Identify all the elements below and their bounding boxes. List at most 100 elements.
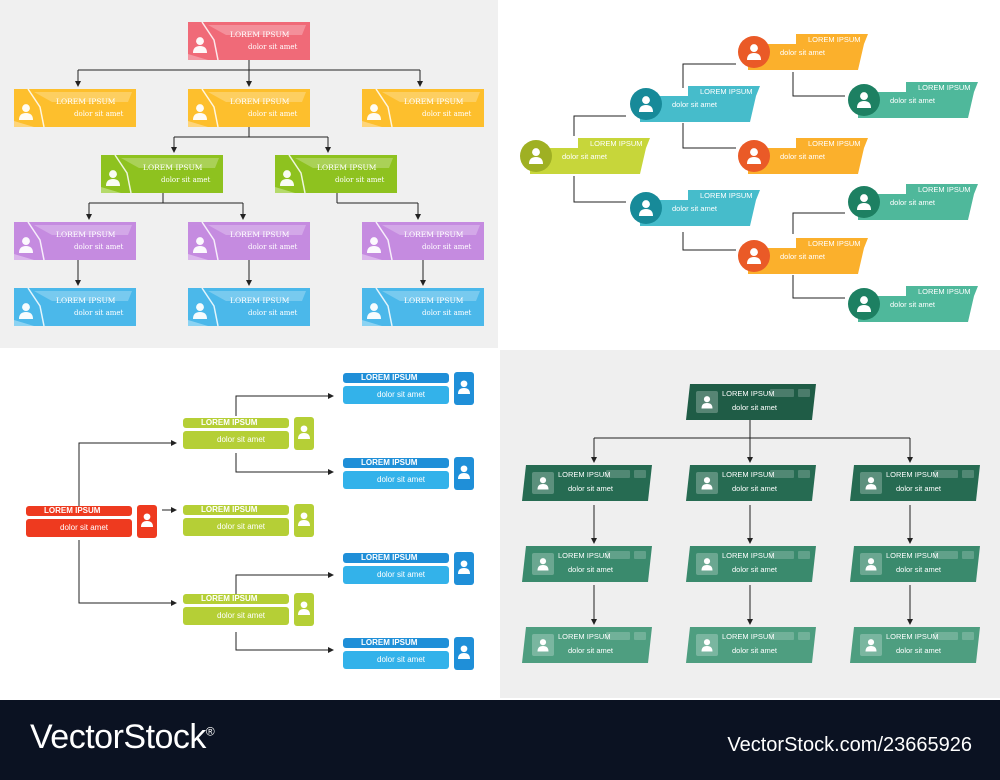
q4-level2-node-3-title: LOREM IPSUM	[886, 470, 939, 479]
q2-leaf-node-6-title: LOREM IPSUM	[918, 287, 971, 296]
q4-level2-node-2-body	[686, 465, 816, 501]
q3-root-node-title: LOREM IPSUM	[44, 506, 101, 515]
q2-leaf-node-5-subtitle: dolor sit amet	[890, 198, 936, 207]
q4-level4-node-1-person-icon	[537, 639, 549, 652]
q2-leaf-node-1-subtitle: dolor sit amet	[780, 48, 826, 57]
q1-level4-box-2-person-icon	[193, 237, 207, 253]
q3-leaf-node-1-title-bar	[343, 373, 449, 383]
q4-level3-node-3-person-icon	[865, 558, 877, 571]
brand-name: VectorStock	[30, 718, 206, 756]
q2-branch-node-2-tab	[688, 190, 760, 200]
q1-level3-box-2-shape	[275, 155, 397, 193]
q1-level5-box-1-title-band	[34, 291, 132, 301]
q3-leaf-node-1-title: LOREM IPSUM	[361, 373, 418, 382]
q2-branch-node-2-person-icon	[639, 200, 653, 216]
q1-level2-box-1-shape	[14, 89, 136, 127]
q4-level4-node-3-field-2	[962, 632, 974, 640]
q4-level4-node-2-title: LOREM IPSUM	[722, 632, 775, 641]
q2-root-node-body	[530, 148, 646, 174]
q4-level4-node-2-person-icon	[701, 639, 713, 652]
q1-level4-box-1-title-band	[34, 225, 132, 235]
q1-level5-box-1-person-icon	[19, 303, 33, 319]
q4-level3-node-2-person-icon	[701, 558, 713, 571]
q2-branch-node-1-body	[640, 96, 756, 122]
q1-level5-box-3-title: LOREM IPSUM	[404, 296, 464, 305]
q1-level5-box-3-shape	[362, 288, 484, 326]
q2-leaf-node-3-person-icon	[747, 248, 761, 264]
q4-level3-node-2-title: LOREM IPSUM	[722, 551, 775, 560]
q3-branch-node-2-title-bar	[183, 505, 289, 515]
q2-leaf-node-2-person-icon	[747, 148, 761, 164]
q4-level4-node-3-field-1	[934, 632, 958, 640]
connector-arrow	[792, 72, 845, 97]
q1-level4-box-3-subtitle: dolor sit amet	[422, 243, 472, 251]
q4-level2-node-2-title: LOREM IPSUM	[722, 470, 775, 479]
q1-level5-box-3-person-icon	[367, 303, 381, 319]
q2-branch-node-2-title: LOREM IPSUM	[700, 191, 753, 200]
q1-level3-box-2-title-band	[295, 158, 393, 168]
q1-level4-box-3-stripe	[375, 221, 393, 261]
q1-level5-box-2-title-band	[208, 291, 306, 301]
q2-leaf-node-2-body	[748, 148, 864, 174]
q1-level3-box-2-subtitle: dolor sit amet	[335, 176, 385, 184]
q2-branch-node-1-person-icon	[639, 96, 653, 112]
q1-level2-box-3-subtitle: dolor sit amet	[422, 110, 472, 118]
q2-root-node-tab	[578, 138, 650, 148]
q1-level2-box-2-title: LOREM IPSUM	[230, 97, 290, 106]
q1-level4-box-1-shape	[14, 222, 136, 260]
brand-logo[interactable]: VectorStock®	[30, 718, 215, 757]
q1-level2-box-1-title: LOREM IPSUM	[56, 97, 116, 106]
q4-level3-node-3-body	[850, 546, 980, 582]
image-id: VectorStock.com/23665926	[727, 734, 972, 756]
q4-level2-node-1-title: LOREM IPSUM	[558, 470, 611, 479]
q2-leaf-node-1-person-icon	[747, 44, 761, 60]
q4-level2-node-3-field-2	[962, 470, 974, 478]
q1-level2-box-2-stripe	[201, 88, 219, 128]
q4-root-node-field-2	[798, 389, 810, 397]
q2-leaf-node-4-body	[858, 92, 974, 118]
q2-branch-node-2-body	[640, 200, 756, 226]
q4-level2-node-2-subtitle: dolor sit amet	[732, 484, 778, 493]
q3-branch-node-1-title: LOREM IPSUM	[201, 418, 258, 427]
q1-level4-box-2-title-band	[208, 225, 306, 235]
q3-root-node-title-bar	[26, 506, 132, 516]
q2-leaf-node-3-body	[748, 248, 864, 274]
q2-leaf-node-5-tab	[906, 184, 978, 194]
q3-leaf-node-4-person-icon	[458, 645, 470, 659]
q1-root-box-stripe	[201, 21, 219, 61]
q4-level4-node-1-title: LOREM IPSUM	[558, 632, 611, 641]
q4-level3-node-3-field-1	[934, 551, 958, 559]
q1-level4-box-2-subtitle: dolor sit amet	[248, 243, 298, 251]
q3-branch-node-3-body	[183, 607, 289, 625]
q2-leaf-node-4-subtitle: dolor sit amet	[890, 96, 936, 105]
q3-root-node-body	[26, 519, 132, 537]
q4-level2-node-2-field-2	[798, 470, 810, 478]
q1-level5-box-2-stripe	[201, 287, 219, 327]
connector-arrow	[235, 393, 334, 416]
q1-level4-box-1-subtitle: dolor sit amet	[74, 243, 124, 251]
q1-level3-box-2-person-icon	[280, 170, 294, 186]
q1-level4-box-1-person-icon	[19, 237, 33, 253]
q1-level2-box-2-subtitle: dolor sit amet	[248, 110, 298, 118]
q1-level5-box-2-shape	[188, 288, 310, 326]
q2-branch-node-1-title: LOREM IPSUM	[700, 87, 753, 96]
connector-arrow	[235, 632, 334, 653]
q4-level2-node-3-subtitle: dolor sit amet	[896, 484, 942, 493]
q3-root-node-person-icon	[141, 513, 153, 527]
q3-leaf-node-3-title-bar	[343, 553, 449, 563]
side-avatar-tree-connectors	[26, 372, 474, 670]
q1-level5-box-3-subtitle: dolor sit amet	[422, 309, 472, 317]
q2-leaf-node-1-title: LOREM IPSUM	[808, 35, 861, 44]
q1-level2-box-2-title-band	[208, 92, 306, 102]
q4-level3-node-1-field-2	[634, 551, 646, 559]
q1-level5-box-2-person-icon	[193, 303, 207, 319]
q1-level3-box-1-stripe	[114, 154, 132, 194]
q3-leaf-node-2-person-icon	[458, 465, 470, 479]
q4-level4-node-1-field-1	[606, 632, 630, 640]
q4-level3-node-1-field-1	[606, 551, 630, 559]
connector-arrow	[792, 212, 845, 234]
q2-leaf-node-5-person-icon	[857, 194, 871, 210]
q3-branch-node-3-title-bar	[183, 594, 289, 604]
q4-level4-node-3-person-icon	[865, 639, 877, 652]
